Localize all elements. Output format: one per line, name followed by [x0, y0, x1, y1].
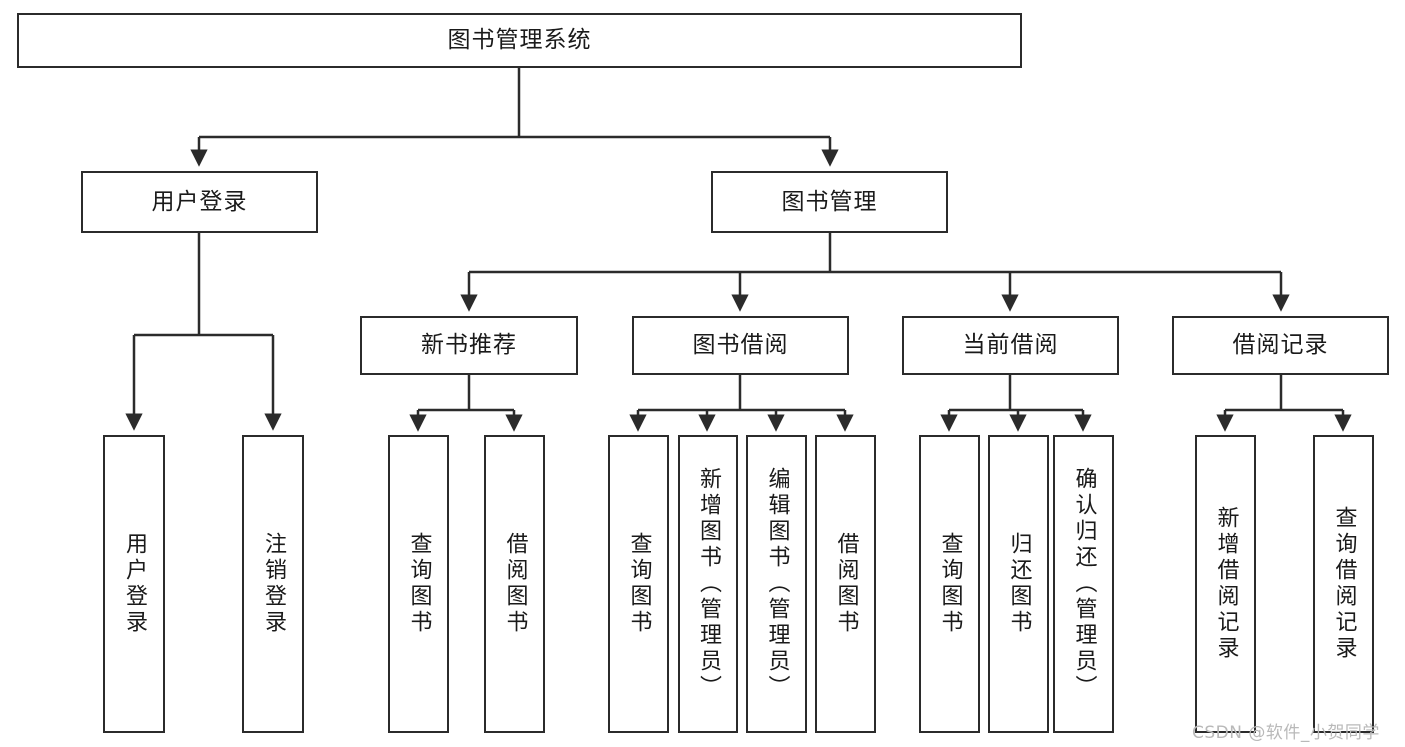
node-user-login[interactable]: 用户登录: [81, 171, 318, 233]
node-leaf-query-book-3[interactable]: 查询图书: [919, 435, 980, 733]
node-book-borrow[interactable]: 图书借阅: [632, 316, 849, 375]
node-leaf-edit-book-label: 编辑图书（管理员）: [764, 467, 790, 701]
node-leaf-add-book[interactable]: 新增图书（管理员）: [678, 435, 738, 733]
node-leaf-confirm-return[interactable]: 确认归还（管理员）: [1053, 435, 1114, 733]
node-leaf-user-login-label: 用户登录: [122, 532, 147, 636]
csdn-watermark: CSDN @软件_小贺同学: [1192, 723, 1380, 743]
node-leaf-user-login[interactable]: 用户登录: [103, 435, 165, 733]
node-leaf-add-borrow-record-label: 新增借阅记录: [1213, 506, 1239, 662]
node-book-manage[interactable]: 图书管理: [711, 171, 948, 233]
node-leaf-add-borrow-record[interactable]: 新增借阅记录: [1195, 435, 1256, 733]
node-new-book-recommend[interactable]: 新书推荐: [360, 316, 578, 375]
node-borrow-record-label: 借阅记录: [1232, 332, 1329, 359]
node-current-borrow-label: 当前借阅: [962, 332, 1059, 359]
node-user-login-label: 用户登录: [151, 188, 248, 215]
node-leaf-query-book-1-label: 查询图书: [406, 532, 432, 636]
node-leaf-query-book-3-label: 查询图书: [937, 532, 963, 636]
node-leaf-confirm-return-label: 确认归还（管理员）: [1071, 467, 1097, 701]
node-book-borrow-label: 图书借阅: [692, 332, 789, 359]
node-leaf-query-book-2[interactable]: 查询图书: [608, 435, 669, 733]
node-leaf-borrow-book-1-label: 借阅图书: [502, 532, 528, 636]
node-leaf-query-book-2-label: 查询图书: [626, 532, 652, 636]
node-root-label: 图书管理系统: [447, 27, 592, 54]
node-leaf-add-book-label: 新增图书（管理员）: [696, 467, 721, 701]
node-leaf-borrow-book-2[interactable]: 借阅图书: [815, 435, 876, 733]
node-new-book-recommend-label: 新书推荐: [421, 332, 517, 359]
node-root[interactable]: 图书管理系统: [17, 13, 1022, 68]
node-book-manage-label: 图书管理: [781, 188, 878, 215]
node-leaf-user-logout[interactable]: 注销登录: [242, 435, 304, 733]
node-current-borrow[interactable]: 当前借阅: [902, 316, 1119, 375]
node-leaf-user-logout-label: 注销登录: [261, 532, 286, 636]
node-leaf-edit-book[interactable]: 编辑图书（管理员）: [746, 435, 807, 733]
node-leaf-borrow-book-1[interactable]: 借阅图书: [484, 435, 545, 733]
node-leaf-query-borrow-record[interactable]: 查询借阅记录: [1313, 435, 1374, 733]
node-leaf-borrow-book-2-label: 借阅图书: [833, 532, 859, 636]
node-borrow-record[interactable]: 借阅记录: [1172, 316, 1389, 375]
node-leaf-query-book-1[interactable]: 查询图书: [388, 435, 449, 733]
node-leaf-query-borrow-record-label: 查询借阅记录: [1331, 506, 1357, 662]
node-leaf-return-book-label: 归还图书: [1006, 532, 1032, 636]
node-leaf-return-book[interactable]: 归还图书: [988, 435, 1049, 733]
